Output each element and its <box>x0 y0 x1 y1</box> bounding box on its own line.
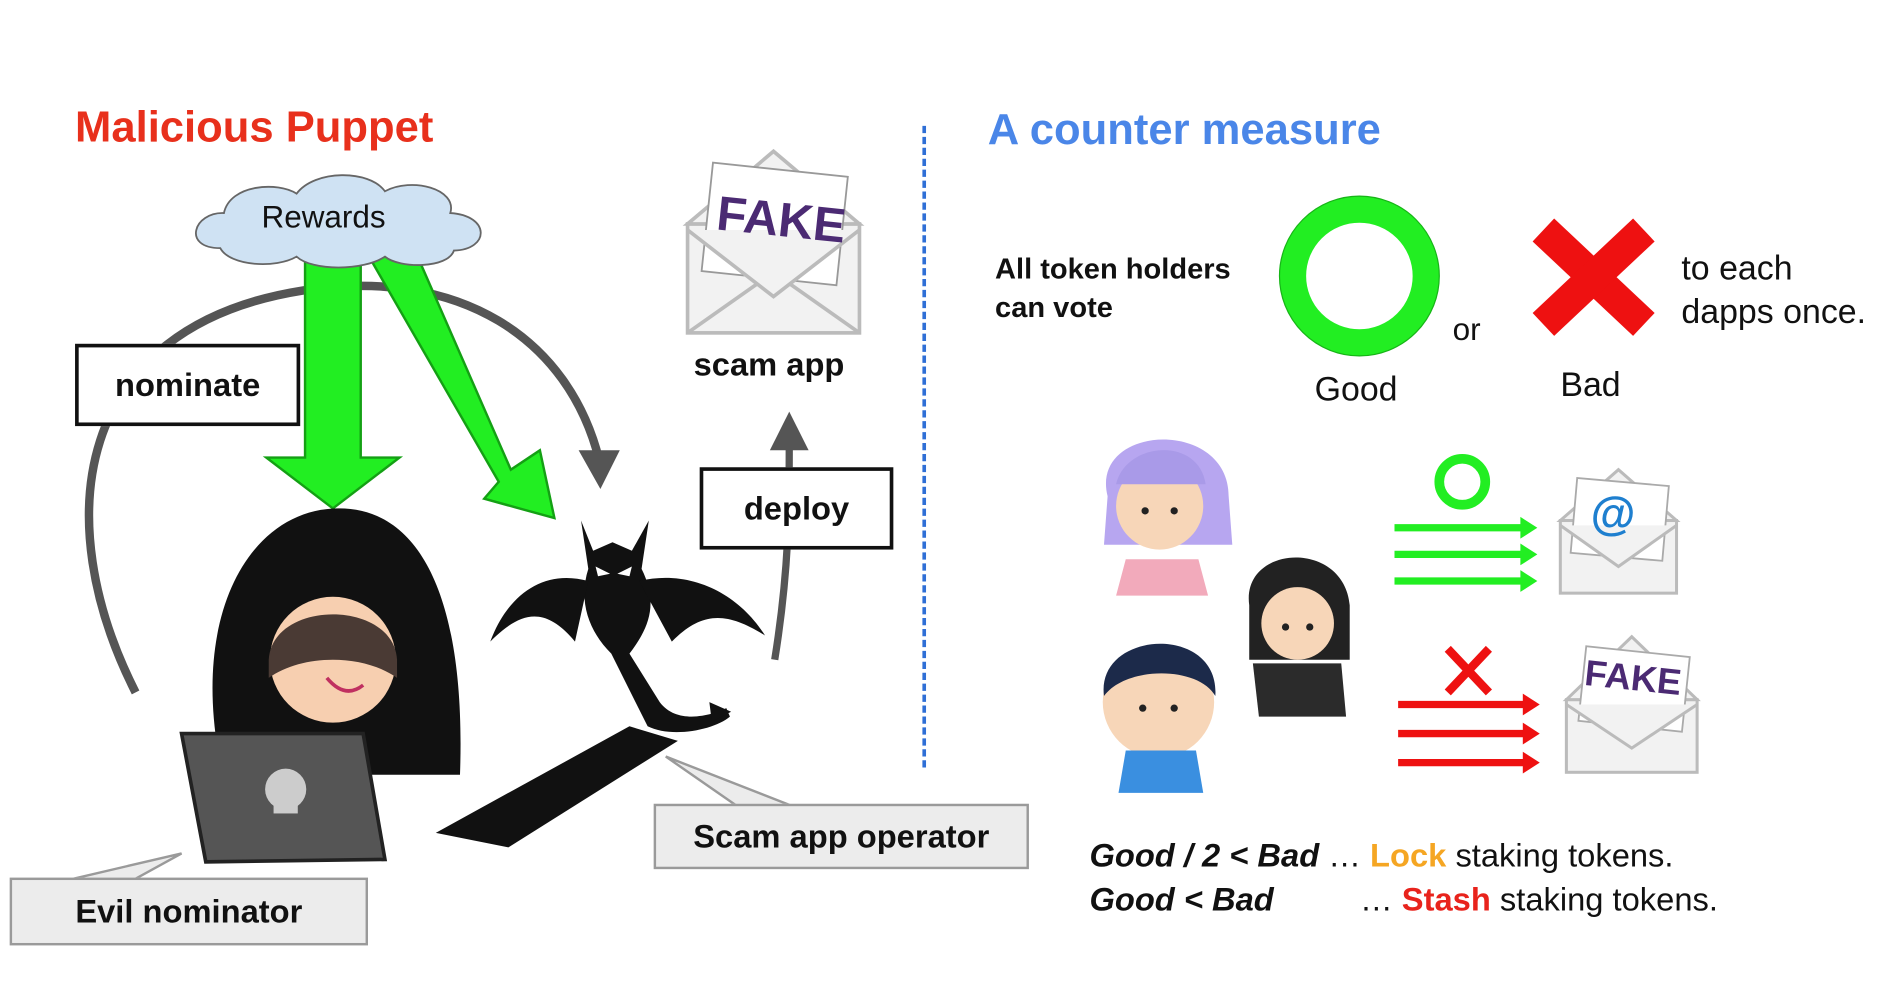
person-icon <box>1103 439 1233 596</box>
cross-icon <box>1532 218 1655 336</box>
envelope-icon <box>682 148 865 335</box>
deploy-arrowhead <box>769 411 809 451</box>
circle-icon <box>1279 196 1440 356</box>
each-line-2: dapps once. <box>1681 292 1867 331</box>
fake-envelope-icon <box>1562 634 1701 774</box>
at-sign: @ <box>1590 489 1636 540</box>
or-label: or <box>1452 311 1481 348</box>
green-arrow-diagonal <box>358 235 557 520</box>
green-vote-arrows <box>1394 516 1538 592</box>
red-vote-arrows <box>1398 693 1540 774</box>
good-label: Good <box>1314 370 1398 408</box>
rule-lock-dots: … <box>1328 837 1361 874</box>
right-title: A counter measure <box>987 104 1381 154</box>
each-line-1: to each <box>1681 249 1793 287</box>
hacker-icon <box>179 508 461 864</box>
devil-icon <box>490 520 766 733</box>
left-title: Malicious Puppet <box>75 101 434 152</box>
rule-lock-condition: Good / 2 < Bad <box>1089 837 1320 874</box>
rule-stash-action: Stash <box>1401 881 1491 918</box>
rule-stash-condition: Good < Bad <box>1089 881 1274 918</box>
evil-callout-tail <box>67 852 183 882</box>
right-graphics <box>1102 195 1701 793</box>
small-circle-icon <box>1434 453 1491 510</box>
panel-divider <box>922 125 927 768</box>
devil-shadow <box>435 726 678 848</box>
rule-stash: Good < Bad … Stash staking tokens. <box>1089 881 1717 919</box>
rule-lock: Good / 2 < Bad … Lock staking tokens. <box>1089 838 1673 876</box>
rule-stash-dots: … <box>1360 881 1393 918</box>
cloud-icon <box>195 174 482 269</box>
scam-callout-tail <box>665 755 800 810</box>
scam-app-label: scam app <box>693 346 845 383</box>
curve-arrowhead <box>578 450 620 490</box>
nominate-label: nominate <box>75 343 301 427</box>
green-arrow-down <box>262 246 404 510</box>
rewards-label: Rewards <box>261 198 386 235</box>
bad-label: Bad <box>1560 365 1621 404</box>
rule-lock-action: Lock <box>1370 837 1447 874</box>
good-envelope-icon <box>1556 467 1681 595</box>
voters-line-2: can vote <box>995 291 1113 325</box>
rule-lock-rest: staking tokens. <box>1455 837 1674 874</box>
nominate-curve-arrow <box>84 281 604 695</box>
voters-line-1: All token holders <box>995 252 1231 286</box>
rule-stash-rest: staking tokens. <box>1499 881 1718 918</box>
evil-nominator-callout: Evil nominator <box>9 877 368 946</box>
scam-operator-callout: Scam app operator <box>653 803 1029 870</box>
person-icon <box>1102 643 1216 793</box>
small-cross-icon <box>1444 645 1492 696</box>
person-icon <box>1248 557 1350 717</box>
deploy-label: deploy <box>699 467 894 550</box>
